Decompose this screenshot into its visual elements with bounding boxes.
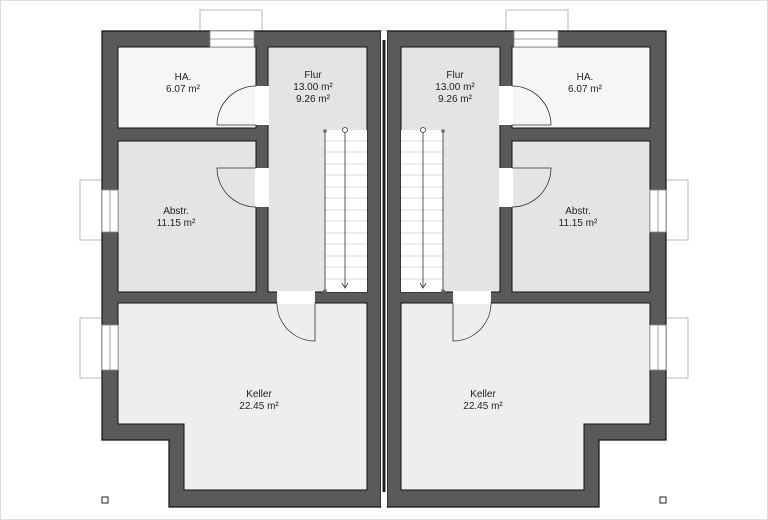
room-area-keller-left: 22.45 m²	[239, 401, 279, 412]
room-area-abstr-left: 11.15 m²	[157, 218, 196, 229]
room-label-flur-left: Flur	[304, 70, 322, 81]
room-area-keller-right: 22.45 m²	[463, 401, 503, 412]
room-label-keller-right: Keller	[470, 389, 496, 400]
left-unit	[79, 9, 382, 508]
room-label-flur-right: Flur	[446, 70, 464, 81]
room-area-abstr-right: 11.15 m²	[559, 218, 598, 229]
right-unit	[386, 9, 689, 508]
room-area2-flur-left: 9.26 m²	[296, 94, 331, 105]
room-label-keller-left: Keller	[246, 389, 272, 400]
room-area-flur-right: 13.00 m²	[435, 82, 475, 93]
room-label-ha-left: HA.	[175, 72, 192, 83]
room-area-ha-right: 6.07 m²	[568, 84, 603, 95]
room-area2-flur-right: 9.26 m²	[438, 94, 473, 105]
room-label-abstr-left: Abstr.	[163, 206, 189, 217]
room-area-ha-left: 6.07 m²	[166, 84, 201, 95]
room-label-abstr-right: Abstr.	[565, 206, 591, 217]
party-wall-line	[382, 40, 386, 492]
room-label-ha-right: HA.	[577, 72, 594, 83]
room-area-flur-left: 13.00 m²	[293, 82, 333, 93]
